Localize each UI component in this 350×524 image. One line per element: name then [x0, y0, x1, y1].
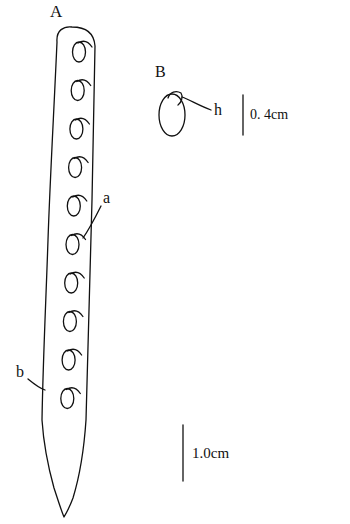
- figure-letter: B: [155, 64, 166, 80]
- scale-bar: [182, 425, 183, 481]
- scale-bar: [242, 95, 243, 135]
- funicle-line: [66, 388, 80, 394]
- pod-outline: [42, 27, 95, 517]
- seed: [70, 119, 83, 139]
- seed: [65, 273, 78, 293]
- part-letter: h: [214, 102, 222, 118]
- seed: [73, 42, 86, 62]
- seed: [63, 312, 76, 332]
- part-letter: b: [16, 364, 24, 380]
- seed: [61, 389, 74, 409]
- hilum-mark: [168, 92, 182, 105]
- leader-line: [83, 206, 101, 238]
- funicle-line: [78, 41, 92, 47]
- funicle-line: [74, 157, 88, 163]
- scale-label: 1.0cm: [192, 446, 229, 461]
- seed: [69, 158, 82, 178]
- leader-line: [182, 97, 211, 110]
- seed: [71, 81, 84, 101]
- funicle-line: [68, 349, 82, 355]
- seed: [62, 350, 75, 370]
- scale-label: 0. 4cm: [250, 108, 288, 122]
- funicle-line: [69, 311, 83, 317]
- funicle-line: [77, 80, 91, 86]
- leader-line: [28, 379, 45, 390]
- seed: [66, 235, 79, 255]
- figure-letter: A: [50, 3, 62, 20]
- funicle-line: [73, 195, 87, 201]
- part-letter: a: [103, 190, 110, 206]
- seed-row: [61, 41, 92, 408]
- funicle-line: [70, 272, 84, 278]
- seed: [67, 196, 80, 216]
- funicle-line: [75, 118, 89, 124]
